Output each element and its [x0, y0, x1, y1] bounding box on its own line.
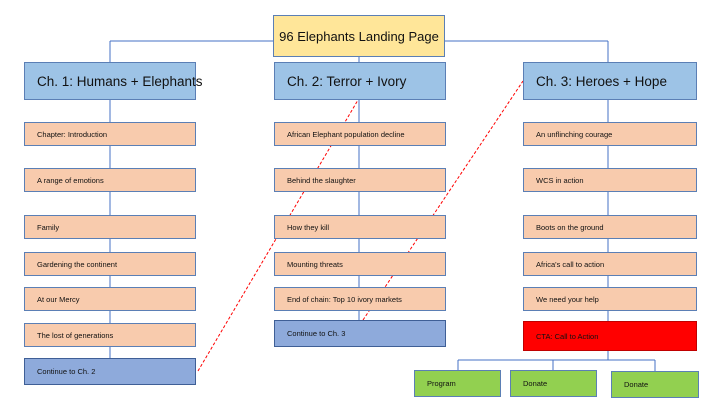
continue-to-ch3-button[interactable]: Continue to Ch. 3 — [274, 320, 446, 347]
chapter-2-item-4-label: Mounting threats — [287, 259, 343, 269]
chapter-3-item-3-label: Boots on the ground — [536, 222, 604, 232]
chapter-1-item-2[interactable]: A range of emotions — [24, 168, 196, 192]
chapter-3-item-5[interactable]: We need your help — [523, 287, 697, 311]
chapter-2-header[interactable]: Ch. 2: Terror + Ivory — [274, 62, 446, 100]
chapter-1-item-6[interactable]: The lost of generations — [24, 323, 196, 347]
chapter-1-item-5[interactable]: At our Mercy — [24, 287, 196, 311]
chapter-3-header[interactable]: Ch. 3: Heroes + Hope — [523, 62, 697, 100]
chapter-3-item-4[interactable]: Africa's call to action — [523, 252, 697, 276]
chapter-2-item-2-label: Behind the slaughter — [287, 175, 356, 185]
chapter-1-item-3-label: Family — [37, 222, 60, 232]
chapter-3-item-2-label: WCS in action — [536, 175, 584, 185]
chapter-1-item-4-label: Gardening the continent — [37, 259, 118, 269]
chapter-1-item-1[interactable]: Chapter: Introduction — [24, 122, 196, 146]
chapter-3-item-4-label: Africa's call to action — [536, 259, 605, 269]
chapter-3-item-2[interactable]: WCS in action — [523, 168, 697, 192]
chapter-2-item-2[interactable]: Behind the slaughter — [274, 168, 446, 192]
continue-to-ch2-button[interactable]: Continue to Ch. 2 — [24, 358, 196, 385]
root-node-label: 96 Elephants Landing Page — [279, 28, 439, 44]
chapter-3-item-3[interactable]: Boots on the ground — [523, 215, 697, 239]
chapter-1-item-3[interactable]: Family — [24, 215, 196, 239]
chapter-3-item-5-label: We need your help — [536, 294, 599, 304]
call-to-action-button[interactable]: CTA: Call to Action — [523, 321, 697, 351]
chapter-1-item-2-label: A range of emotions — [37, 175, 104, 185]
chapter-1-item-4[interactable]: Gardening the continent — [24, 252, 196, 276]
chapter-2-item-3[interactable]: How they kill — [274, 215, 446, 239]
chapter-2-item-1-label: African Elephant population decline — [287, 129, 405, 139]
chapter-2-item-5-label: End of chain: Top 10 ivory markets — [287, 294, 402, 304]
chapter-2-item-5[interactable]: End of chain: Top 10 ivory markets — [274, 287, 446, 311]
donate-2-label: Donate — [624, 380, 649, 389]
chapter-2-item-3-label: How they kill — [287, 222, 330, 232]
chapter-1-header[interactable]: Ch. 1: Humans + Elephants — [24, 62, 202, 100]
chapter-3-title: Ch. 3: Heroes + Hope — [536, 73, 667, 89]
chapter-1-item-1-label: Chapter: Introduction — [37, 129, 108, 139]
chapter-2-item-1[interactable]: African Elephant population decline — [274, 122, 446, 146]
chapter-1-title: Ch. 1: Humans + Elephants — [37, 73, 203, 89]
continue-to-ch2-label: Continue to Ch. 2 — [37, 367, 96, 376]
chapter-2-item-4[interactable]: Mounting threats — [274, 252, 446, 276]
program-button[interactable]: Program — [414, 370, 501, 397]
donate-label: Donate — [523, 379, 548, 388]
chapter-2-title: Ch. 2: Terror + Ivory — [287, 73, 407, 89]
call-to-action-label: CTA: Call to Action — [536, 331, 599, 341]
donate-button[interactable]: Donate — [510, 370, 597, 397]
root-node[interactable]: 96 Elephants Landing Page — [273, 15, 445, 57]
ch2-to-ch3-cross-link — [362, 80, 524, 321]
donate-button-2[interactable]: Donate — [611, 371, 699, 398]
chapter-1-item-6-label: The lost of generations — [37, 330, 114, 340]
chapter-3-item-1[interactable]: An unflinching courage — [523, 122, 697, 146]
chapter-1-item-5-label: At our Mercy — [37, 294, 80, 304]
chapter-3-item-1-label: An unflinching courage — [536, 129, 613, 139]
continue-to-ch3-label: Continue to Ch. 3 — [287, 329, 346, 338]
program-label: Program — [427, 379, 456, 388]
